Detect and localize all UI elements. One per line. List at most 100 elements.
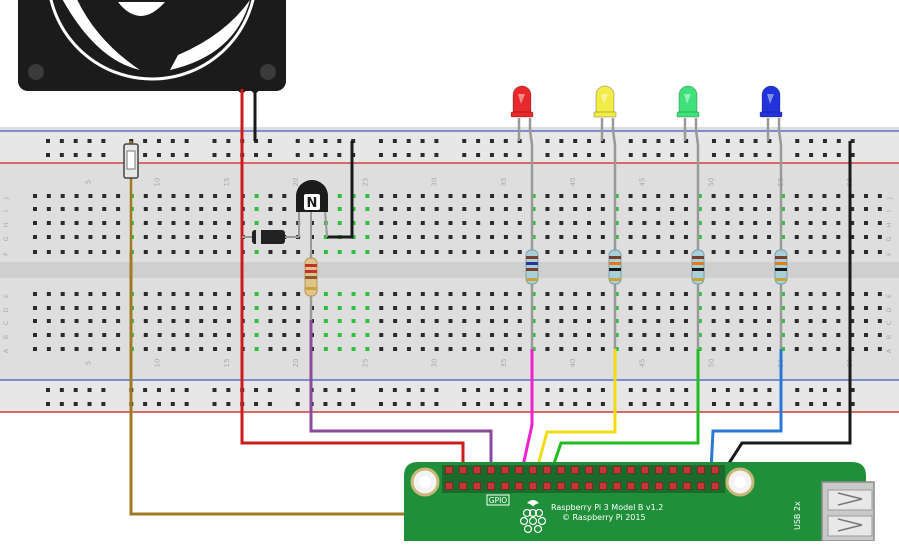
breadboard-hole	[406, 250, 411, 254]
gpio-pin	[487, 482, 495, 490]
gpio-pin	[543, 482, 551, 490]
breadboard-hole	[268, 306, 273, 310]
breadboard-hole	[503, 207, 508, 211]
breadboard-hole	[587, 194, 591, 198]
breadboard-hole	[267, 139, 272, 143]
row-letter: B	[2, 335, 10, 339]
breadboard-hole	[587, 402, 592, 406]
gpio-pin	[683, 482, 691, 490]
breadboard-hole	[434, 319, 439, 323]
breadboard-hole	[365, 194, 370, 198]
breadboard-hole	[614, 319, 619, 323]
fan-screw-hole	[28, 64, 44, 80]
breadboard-hole	[143, 306, 148, 310]
breadboard-hole	[337, 306, 342, 310]
breadboard-hole	[628, 194, 633, 198]
breadboard-hole	[739, 250, 744, 254]
breadboard-hole	[337, 139, 342, 143]
breadboard-hole	[808, 194, 813, 198]
breadboard-hole	[767, 221, 772, 225]
breadboard-hole	[822, 194, 827, 198]
breadboard-hole	[46, 347, 51, 351]
breadboard-hole	[462, 139, 467, 143]
breadboard-hole	[836, 388, 841, 392]
breadboard-hole	[323, 139, 328, 143]
fan-screw-hole	[260, 64, 276, 80]
gpio-pin	[585, 482, 593, 490]
breadboard-hole	[156, 388, 161, 392]
breadboard-hole	[434, 194, 439, 198]
resistor-band	[692, 268, 704, 271]
breadboard-hole	[337, 250, 342, 254]
breadboard-hole	[712, 153, 716, 157]
yellow-wire	[531, 349, 617, 485]
breadboard-hole	[739, 207, 744, 211]
breadboard-hole	[850, 194, 855, 198]
led-rim	[593, 111, 617, 118]
breadboard-hole	[116, 207, 121, 211]
breadboard-hole	[587, 347, 591, 351]
breadboard-hole	[545, 306, 550, 310]
red-wire	[240, 89, 465, 470]
breadboard-hole	[809, 402, 814, 406]
column-number: 5	[84, 180, 92, 184]
breadboard-hole	[753, 388, 758, 392]
breadboard-hole	[213, 221, 218, 225]
breadboard-hole	[864, 306, 868, 310]
breadboard-hole	[739, 388, 744, 392]
breadboard-hole	[351, 221, 356, 225]
breadboard-hole	[864, 221, 868, 225]
column-number: 35	[500, 178, 508, 187]
breadboard-hole	[697, 347, 702, 351]
breadboard-hole	[393, 250, 398, 254]
breadboard-hole	[420, 292, 425, 296]
breadboard-hole	[199, 235, 204, 239]
breadboard-hole	[712, 402, 716, 406]
breadboard-hole	[711, 250, 716, 254]
breadboard-hole	[656, 207, 661, 211]
breadboard-hole	[642, 235, 647, 239]
breadboard-hole	[116, 235, 121, 239]
breadboard-hole	[628, 250, 633, 254]
gpio-pin	[711, 482, 719, 490]
gpio-pin	[459, 482, 467, 490]
breadboard-hole	[337, 347, 342, 351]
resistor-band	[305, 287, 317, 290]
breadboard-hole	[157, 319, 162, 323]
breadboard-hole	[739, 347, 744, 351]
red-led	[510, 85, 534, 118]
breadboard-hole	[33, 207, 37, 211]
breadboard-hole	[143, 402, 148, 406]
row-letter: F	[2, 252, 10, 256]
breadboard-hole	[73, 388, 78, 392]
breadboard-hole	[517, 347, 522, 351]
breadboard-hole	[531, 221, 536, 225]
breadboard-hole	[503, 402, 508, 406]
gpio-pin	[459, 466, 467, 474]
breadboard-hole	[226, 333, 231, 337]
breadboard-hole	[88, 292, 93, 296]
breadboard-hole	[531, 292, 536, 296]
breadboard-hole	[767, 306, 772, 310]
row-letter: C	[2, 320, 10, 325]
gray-lead	[694, 118, 700, 252]
breadboard-hole	[60, 333, 65, 337]
breadboard-hole	[462, 194, 467, 198]
breadboard-hole	[33, 333, 37, 337]
breadboard-hole	[587, 207, 591, 211]
breadboard-hole	[213, 319, 218, 323]
breadboard-hole	[199, 194, 204, 198]
gpio-pin	[501, 466, 509, 474]
gpio-pin	[571, 482, 579, 490]
breadboard-hole	[517, 292, 522, 296]
breadboard-hole	[60, 207, 65, 211]
breadboard-hole	[767, 139, 772, 143]
breadboard-hole	[642, 347, 647, 351]
resistor-band	[775, 256, 787, 259]
breadboard-hole	[739, 333, 744, 337]
breadboard-hole	[476, 306, 481, 310]
raspberry-berry	[528, 516, 538, 526]
gpio-pin	[529, 466, 537, 474]
breadboard-hole	[87, 402, 92, 406]
npn-transistor: N	[296, 180, 328, 212]
